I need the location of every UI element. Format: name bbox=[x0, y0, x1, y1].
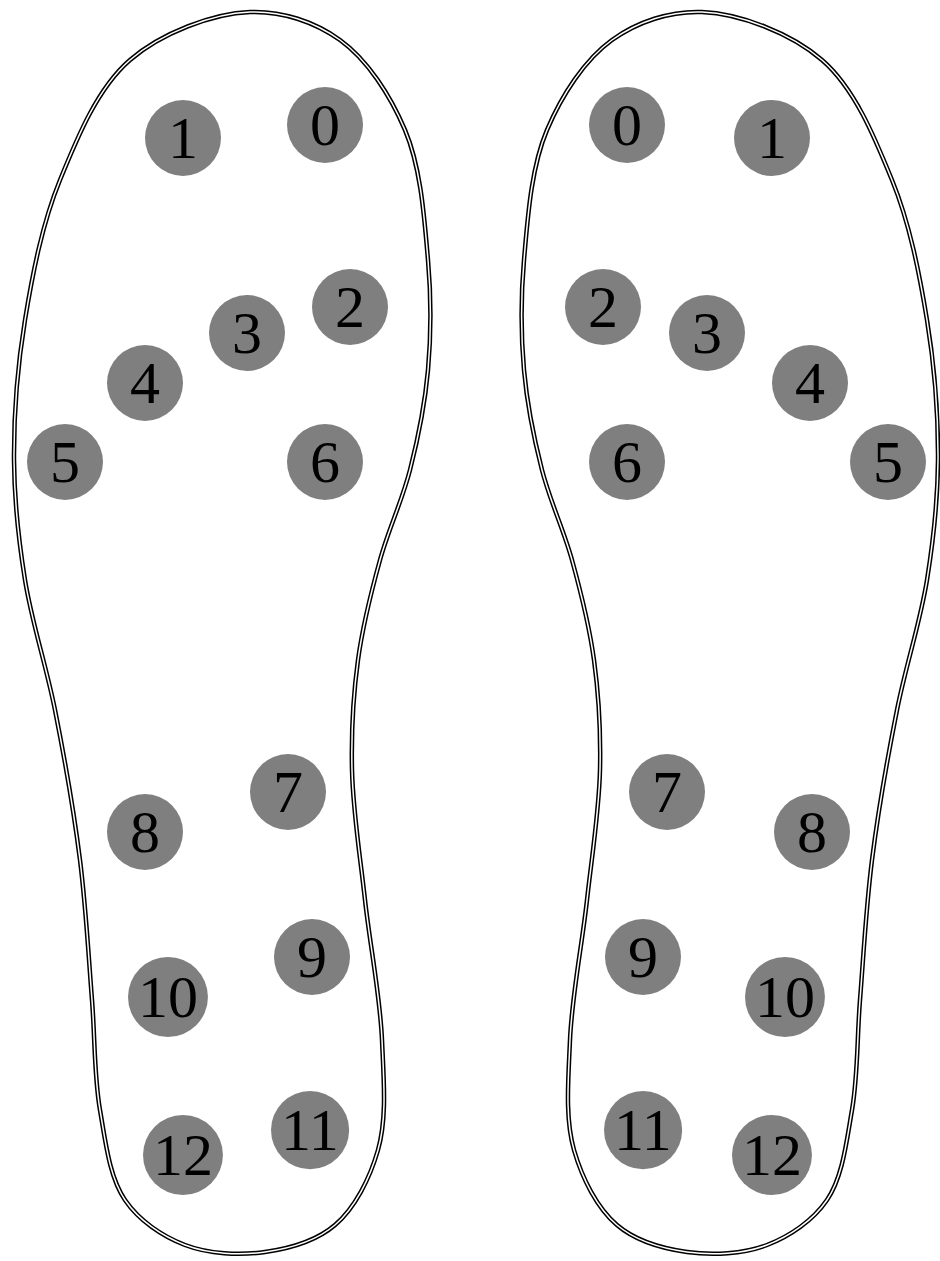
sensor-disc-shape bbox=[774, 794, 850, 870]
sensor-disc-shape bbox=[312, 269, 388, 345]
sensor-circle: 0 bbox=[589, 87, 665, 163]
callout-number: 5 bbox=[50, 432, 80, 492]
sensor-disc-shape bbox=[27, 424, 103, 500]
callout-number: 9 bbox=[297, 927, 327, 987]
sensor-circle: 5 bbox=[850, 424, 926, 500]
sensor-disc-shape bbox=[605, 919, 681, 995]
callout-number: 4 bbox=[795, 353, 825, 413]
callout-number: 0 bbox=[612, 95, 642, 155]
sensor-disc-shape bbox=[850, 424, 926, 500]
foot-outline bbox=[522, 12, 938, 1254]
foot-outline-inner bbox=[14, 12, 430, 1254]
callout-number: 6 bbox=[612, 432, 642, 492]
sensor-disc-shape bbox=[287, 424, 363, 500]
sensor-circle: 4 bbox=[107, 345, 183, 421]
callout-number: 11 bbox=[614, 1100, 672, 1160]
callout-number: 3 bbox=[232, 303, 262, 363]
sensor-circle: 10 bbox=[128, 957, 208, 1037]
sensor-circle: 3 bbox=[209, 295, 285, 371]
sensor-disc-shape bbox=[565, 269, 641, 345]
sensor-disc-shape bbox=[128, 957, 208, 1037]
sensor-circle: 12 bbox=[143, 1115, 223, 1195]
sensor-circle: 3 bbox=[669, 295, 745, 371]
sensor-disc-shape bbox=[107, 794, 183, 870]
sensor-disc-shape bbox=[143, 1115, 223, 1195]
callout-number: 10 bbox=[138, 967, 198, 1027]
sensor-circle: 7 bbox=[250, 754, 326, 830]
sensor-disc-shape bbox=[589, 87, 665, 163]
sensor-circle: 11 bbox=[604, 1091, 682, 1169]
callout-number: 1 bbox=[168, 108, 198, 168]
sensor-circle: 2 bbox=[312, 269, 388, 345]
sensor-circle: 10 bbox=[745, 957, 825, 1037]
sensor-circle: 8 bbox=[107, 794, 183, 870]
foot-outline-inner bbox=[522, 12, 938, 1254]
callout-number: 8 bbox=[797, 802, 827, 862]
sensor-circle: 0 bbox=[287, 87, 363, 163]
sensor-circle: 4 bbox=[772, 345, 848, 421]
callout-number: 8 bbox=[130, 802, 160, 862]
sensor-circle: 5 bbox=[27, 424, 103, 500]
foot-outline-outer bbox=[522, 12, 938, 1254]
callout-number: 7 bbox=[273, 762, 303, 822]
sensor-disc-shape bbox=[589, 424, 665, 500]
sensor-disc-shape bbox=[772, 345, 848, 421]
sensor-disc-shape bbox=[732, 1115, 812, 1195]
callout-number: 7 bbox=[652, 762, 682, 822]
callout-number: 1 bbox=[757, 108, 787, 168]
callout-number: 11 bbox=[281, 1100, 339, 1160]
sensor-disc-shape bbox=[629, 754, 705, 830]
sensor-disc-shape bbox=[209, 295, 285, 371]
sensor-circle: 6 bbox=[287, 424, 363, 500]
sensor-circle: 7 bbox=[629, 754, 705, 830]
sensor-circle: 12 bbox=[732, 1115, 812, 1195]
sensor-disc-shape bbox=[107, 345, 183, 421]
sensor-disc-shape bbox=[669, 295, 745, 371]
sensor-circle: 2 bbox=[565, 269, 641, 345]
callout-number: 5 bbox=[873, 432, 903, 492]
callout-number: 12 bbox=[742, 1125, 802, 1185]
sensor-circle: 1 bbox=[145, 100, 221, 176]
sensor-disc-shape bbox=[250, 754, 326, 830]
foot-outline bbox=[14, 12, 430, 1254]
callout-number: 12 bbox=[153, 1125, 213, 1185]
sensor-circle: 6 bbox=[589, 424, 665, 500]
sensor-disc-shape bbox=[145, 100, 221, 176]
sensor-circle: 1 bbox=[734, 100, 810, 176]
callout-number: 4 bbox=[130, 353, 160, 413]
sensor-circle: 11 bbox=[271, 1091, 349, 1169]
foot-outline-outer bbox=[14, 12, 430, 1254]
sensor-disc-shape bbox=[745, 957, 825, 1037]
sensor-disc-shape bbox=[274, 919, 350, 995]
sensor-circle: 8 bbox=[774, 794, 850, 870]
sensor-disc-shape bbox=[604, 1091, 682, 1169]
sensor-circle: 9 bbox=[605, 919, 681, 995]
sensor-disc-shape bbox=[271, 1091, 349, 1169]
callout-number: 2 bbox=[588, 277, 618, 337]
callout-number: 10 bbox=[755, 967, 815, 1027]
callout-number: 0 bbox=[310, 95, 340, 155]
sensor-disc-shape bbox=[287, 87, 363, 163]
sensor-disc-shape bbox=[734, 100, 810, 176]
callout-number: 3 bbox=[692, 303, 722, 363]
callout-number: 9 bbox=[628, 927, 658, 987]
callout-number: 2 bbox=[335, 277, 365, 337]
callout-number: 6 bbox=[310, 432, 340, 492]
sensor-circle: 9 bbox=[274, 919, 350, 995]
